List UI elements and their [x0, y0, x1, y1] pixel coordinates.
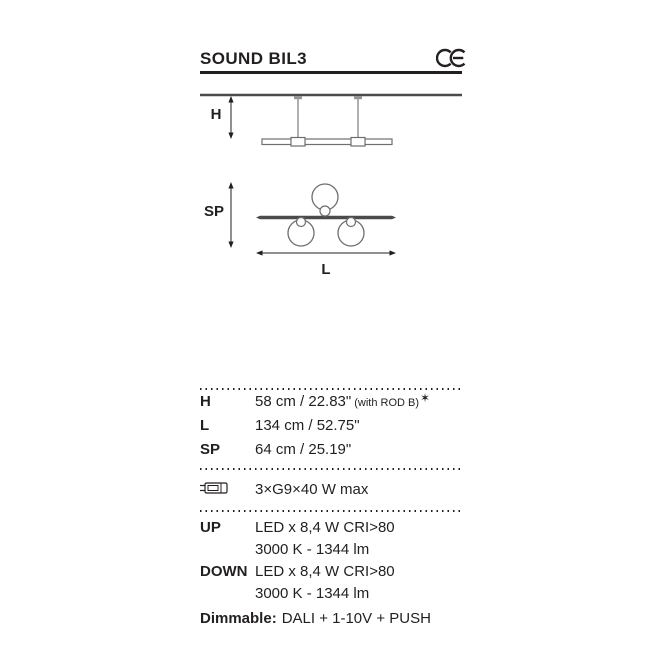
- led-row-up: UP LED x 8,4 W CRI>80 3000 K - 1344 lm: [200, 517, 462, 561]
- dimmable-row: Dimmable:DALI + 1-10V + PUSH: [200, 608, 462, 630]
- led-key-down: DOWN: [200, 563, 248, 580]
- spec-table: H 58 cm / 22.83"(with ROD B)✶ L 134 cm /…: [200, 388, 462, 630]
- spec-row-l: L 134 cm / 52.75": [200, 414, 462, 438]
- spec-value-l: 134 cm / 52.75": [255, 417, 360, 434]
- dimension-label-l: L: [321, 261, 331, 278]
- dimmable-label: Dimmable:: [200, 610, 277, 627]
- page-title: SOUND BIL3: [200, 49, 307, 68]
- header-rule: [200, 71, 462, 74]
- spec-value-h: 58 cm / 22.83"(with ROD B)✶: [255, 391, 431, 411]
- lamp-icon-cell: [200, 481, 255, 500]
- spec-value-h-text: 58 cm / 22.83": [255, 393, 352, 410]
- led-spec-block: UP LED x 8,4 W CRI>80 3000 K - 1344 lm D…: [200, 512, 462, 630]
- led-down-line2: 3000 K - 1344 lm: [255, 585, 370, 602]
- led-up-line2: 3000 K - 1344 lm: [255, 541, 370, 558]
- spec-value-sp: 64 cm / 25.19": [255, 441, 352, 458]
- led-value-down: LED x 8,4 W CRI>80 3000 K - 1344 lm: [255, 561, 395, 605]
- spec-key-l: L: [200, 417, 210, 434]
- dimension-label-h: H: [210, 106, 222, 123]
- divider: [200, 468, 462, 470]
- footnote-star-icon: ✶: [420, 391, 431, 405]
- divider: [200, 388, 462, 390]
- g9-bulb-icon: [200, 481, 228, 494]
- led-up-line1: LED x 8,4 W CRI>80: [255, 519, 395, 536]
- led-key-up: UP: [200, 519, 221, 536]
- technical-drawing: [200, 93, 462, 256]
- dimension-label-sp: SP: [203, 203, 224, 220]
- led-value-up: LED x 8,4 W CRI>80 3000 K - 1344 lm: [255, 517, 395, 561]
- spec-key-sp: SP: [200, 441, 221, 458]
- spec-key-h: H: [200, 393, 211, 410]
- divider: [200, 510, 462, 512]
- ce-mark-icon: [436, 48, 466, 68]
- spec-row-lamp: 3×G9×40 W max: [200, 470, 462, 510]
- dimmable-value: DALI + 1-10V + PUSH: [281, 610, 431, 627]
- spec-note-rod-b: (with ROD B): [354, 397, 419, 409]
- led-down-line1: LED x 8,4 W CRI>80: [255, 563, 395, 580]
- lamp-spec-value: 3×G9×40 W max: [255, 481, 369, 498]
- led-row-down: DOWN LED x 8,4 W CRI>80 3000 K - 1344 lm: [200, 561, 462, 605]
- spec-row-h: H 58 cm / 22.83"(with ROD B)✶: [200, 390, 462, 414]
- spec-row-sp: SP 64 cm / 25.19": [200, 438, 462, 462]
